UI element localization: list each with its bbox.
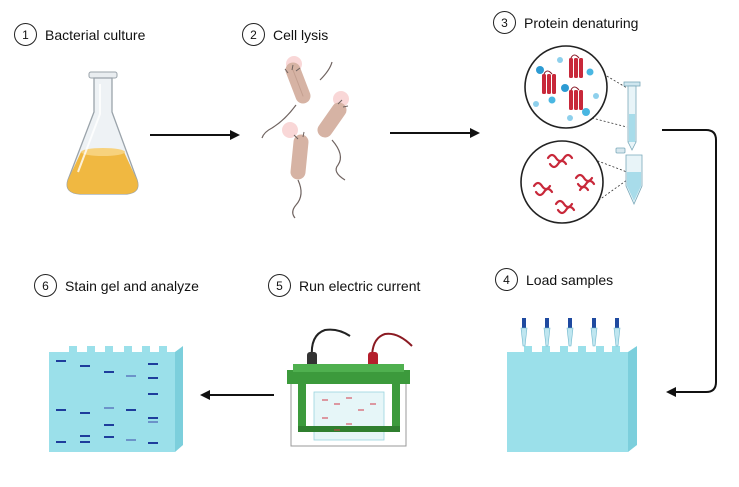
step-number: 3 (493, 11, 516, 34)
step-2: 2 Cell lysis (242, 23, 328, 46)
step-6: 6 Stain gel and analyze (34, 274, 199, 297)
step-number: 4 (495, 268, 518, 291)
step-label: Protein denaturing (524, 14, 639, 31)
step-label: Stain gel and analyze (65, 277, 199, 294)
stained-gel-icon (49, 346, 183, 452)
step-label: Load samples (526, 271, 614, 288)
tube-icon (615, 81, 643, 205)
protein-bands (56, 360, 158, 444)
step-3: 3 Protein denaturing (493, 11, 638, 34)
step-number: 6 (34, 274, 57, 297)
arrow-3-to-4 (662, 129, 717, 397)
erlenmeyer-flask-icon (66, 71, 139, 195)
step-1: 1 Bacterial culture (14, 23, 145, 46)
step-5: 5 Run electric current (268, 274, 420, 297)
step-number: 1 (14, 23, 37, 46)
step-label: Bacterial culture (45, 26, 146, 43)
step-label: Cell lysis (273, 26, 329, 43)
loading-gel-icon (507, 318, 637, 452)
step-label: Run electric current (299, 277, 421, 294)
lysed-bacteria-icon (261, 56, 349, 219)
step-number: 5 (268, 274, 291, 297)
pipette-tips (520, 318, 621, 347)
step-number: 2 (242, 23, 265, 46)
electrophoresis-apparatus-icon (287, 328, 413, 447)
step-4: 4 Load samples (495, 268, 613, 291)
protein-denaturing-icon (520, 45, 643, 224)
